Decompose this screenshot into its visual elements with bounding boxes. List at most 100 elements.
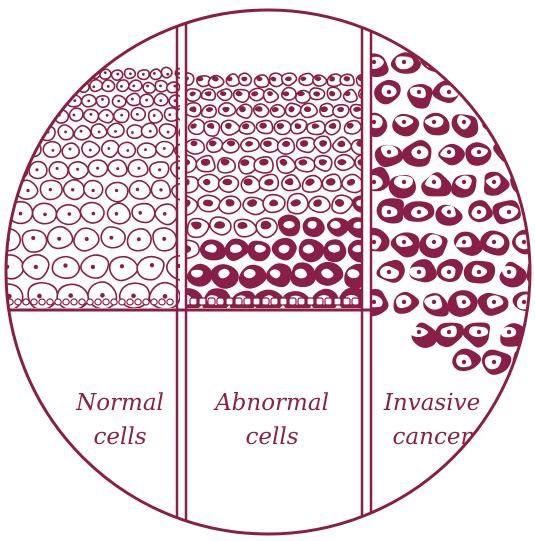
cell-nucleus [115, 212, 119, 216]
cell-nucleus [26, 113, 29, 116]
cell-nucleus [142, 73, 145, 76]
cell-nucleus [116, 73, 119, 76]
normal-cell [4, 110, 18, 123]
cell-nucleus [92, 212, 96, 216]
cancer-cell [525, 144, 535, 167]
cell-nucleus [144, 148, 147, 151]
cell-nucleus [16, 168, 19, 171]
cell-nucleus [137, 237, 141, 241]
basal-cell [235, 298, 242, 305]
cell-nucleolus [447, 90, 451, 94]
cell-nucleus [0, 99, 3, 102]
cell-nucleolus [477, 330, 481, 334]
normal-cell [40, 93, 54, 105]
basal-cell [111, 299, 117, 305]
cell-nucleus [92, 72, 95, 75]
basal-cell [352, 298, 359, 305]
cell-nucleolus [492, 180, 496, 184]
normal-cell [49, 162, 68, 179]
cell-nucleolus [372, 60, 376, 64]
normal-cell [62, 143, 79, 158]
basal-cell [87, 299, 93, 305]
cell-nucleolus [492, 300, 496, 304]
cell-nucleus [19, 212, 23, 216]
basal-cell [325, 298, 332, 305]
normal-cell [96, 96, 109, 107]
cell-nucleus [131, 294, 136, 299]
label-normal-line1: Normal [75, 390, 164, 416]
cell-nucleus [159, 99, 162, 102]
normal-cell [9, 95, 23, 107]
basal-cell [95, 299, 101, 305]
cell-nucleus [138, 211, 142, 215]
basal-cell [244, 298, 251, 305]
cell-nucleolus [462, 60, 466, 64]
normal-cell [6, 142, 25, 157]
cell-nucleus [137, 167, 140, 170]
cell-nucleus [131, 98, 134, 101]
normal-cell [137, 143, 156, 158]
cell-nucleus [107, 147, 110, 150]
label-abnormal-line1: Abnormal [213, 390, 329, 416]
cell-nucleus [85, 237, 89, 241]
cell-nucleolus [462, 300, 466, 304]
abnormal-cell [344, 121, 361, 134]
cell-nucleus [529, 205, 535, 220]
cell-nucleus [27, 84, 30, 87]
cell-nucleus [120, 85, 123, 88]
cell-nucleolus [432, 180, 436, 184]
normal-cell [29, 68, 41, 78]
cell-nucleus [43, 213, 47, 217]
abnormal-cell [254, 75, 268, 87]
basal-cell [151, 299, 157, 305]
cell-nucleus [530, 325, 535, 339]
normal-cell [0, 142, 7, 158]
normal-cell [23, 80, 36, 92]
basal-cell [15, 299, 21, 305]
cell-nucleus [29, 98, 32, 101]
basal-cell [298, 298, 305, 305]
cell-nucleus [13, 148, 16, 151]
cell-nucleus [101, 98, 104, 101]
basal-cell [0, 299, 5, 305]
abnormal-cell [234, 90, 249, 103]
cell-nucleolus [402, 120, 406, 124]
cell-nucleus [166, 73, 169, 76]
cell-nucleus [49, 188, 52, 191]
normal-cell [117, 80, 129, 92]
cell-nucleolus [507, 330, 511, 334]
normal-cell [0, 203, 6, 222]
normal-cell [39, 69, 51, 80]
normal-cell [102, 141, 119, 158]
cell-nucleus [91, 189, 94, 192]
normal-cell [0, 126, 5, 140]
cell-nucleolus [477, 210, 481, 214]
cancer-cell [525, 198, 535, 220]
cell-nucleus [80, 130, 83, 133]
cell-nucleus [40, 85, 43, 88]
cell-nucleus [104, 71, 107, 74]
cell-nucleus [67, 73, 70, 76]
cell-nucleus [68, 293, 73, 298]
label-invasive-line2: cancer [393, 424, 474, 450]
cell-nucleus [163, 147, 166, 150]
cell-nucleus [79, 71, 82, 74]
cell-nucleus [114, 130, 117, 133]
cell-nucleus [68, 212, 72, 216]
cell-nucleus [136, 113, 139, 116]
basal-cell [280, 298, 287, 305]
cell-nucleus [58, 99, 61, 102]
normal-cell [0, 94, 10, 107]
normal-cell [150, 69, 161, 79]
cell-nucleolus [492, 120, 496, 124]
cell-nucleolus [432, 60, 436, 64]
cell-nucleolus [372, 300, 376, 304]
cell-nucleus [159, 188, 162, 191]
cell-nucleus [66, 84, 69, 87]
basal-cell [343, 298, 350, 305]
cell-nucleus [0, 85, 3, 88]
cell-nucleus [26, 189, 29, 192]
cancer-cell [494, 139, 523, 162]
cell-nucleus [63, 263, 67, 267]
normal-cell [98, 110, 113, 123]
